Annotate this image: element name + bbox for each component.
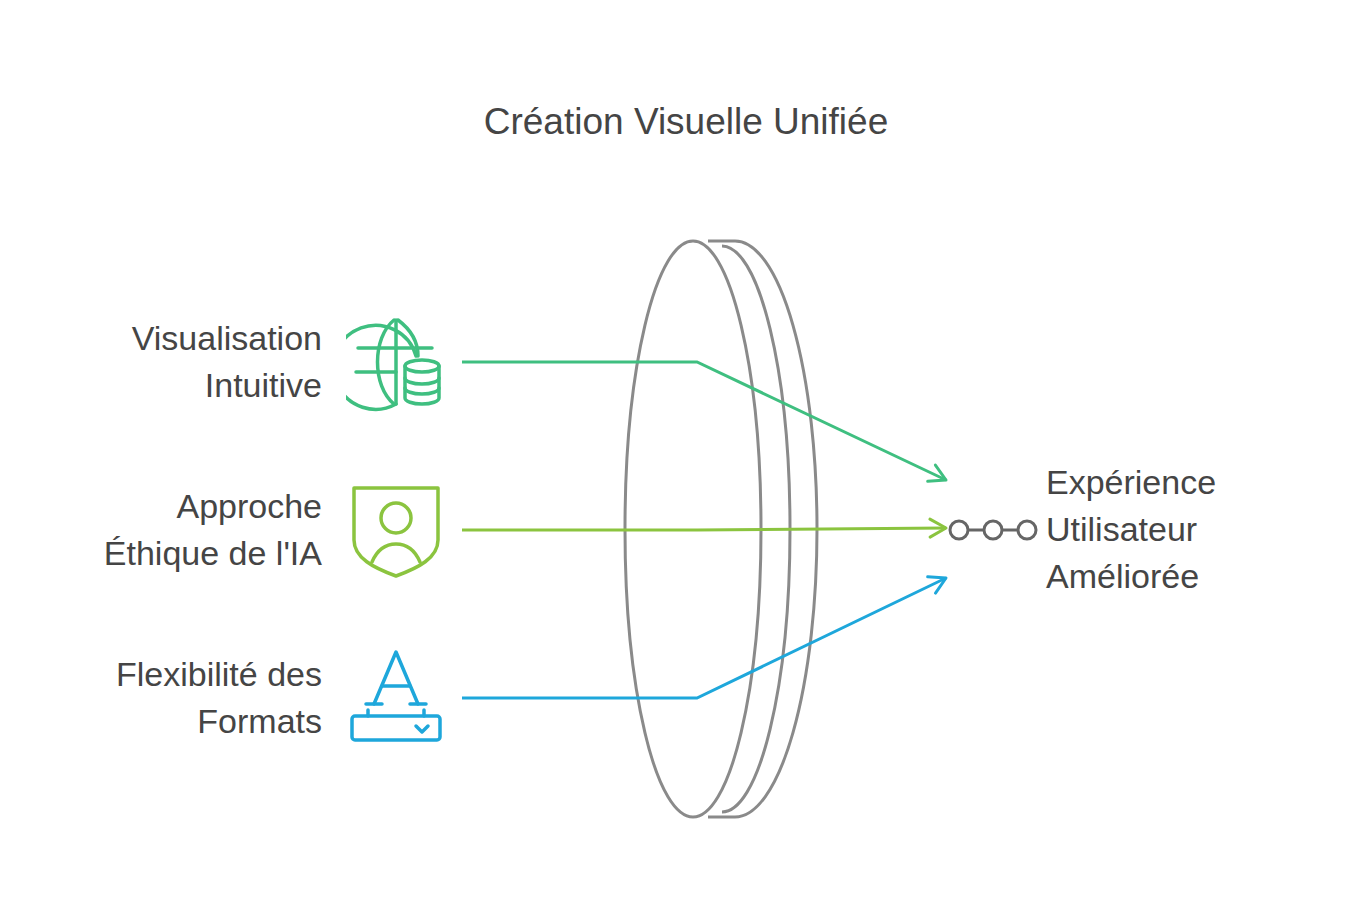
input-item: Visualisation Intuitive (60, 312, 462, 412)
connector-arrow (462, 519, 946, 537)
item-label: Flexibilité des Formats (60, 651, 322, 745)
globe-icon (346, 312, 446, 412)
connector-arrow (462, 362, 946, 481)
result-item: Expérience Utilisateur Améliorée (946, 459, 1261, 600)
item-label: Expérience Utilisateur Améliorée (1046, 459, 1261, 600)
input-item: Approche Éthique de l'IA (60, 480, 462, 580)
item-label: Approche Éthique de l'IA (60, 483, 322, 577)
shield-icon (346, 480, 446, 580)
input-item: Flexibilité des Formats (60, 648, 462, 748)
dots-icon (946, 510, 1046, 550)
diagram-title: Création Visuelle Unifiée (0, 100, 1372, 144)
item-label: Visualisation Intuitive (60, 315, 322, 409)
connector-arrow (462, 577, 946, 698)
format-icon (346, 648, 446, 748)
